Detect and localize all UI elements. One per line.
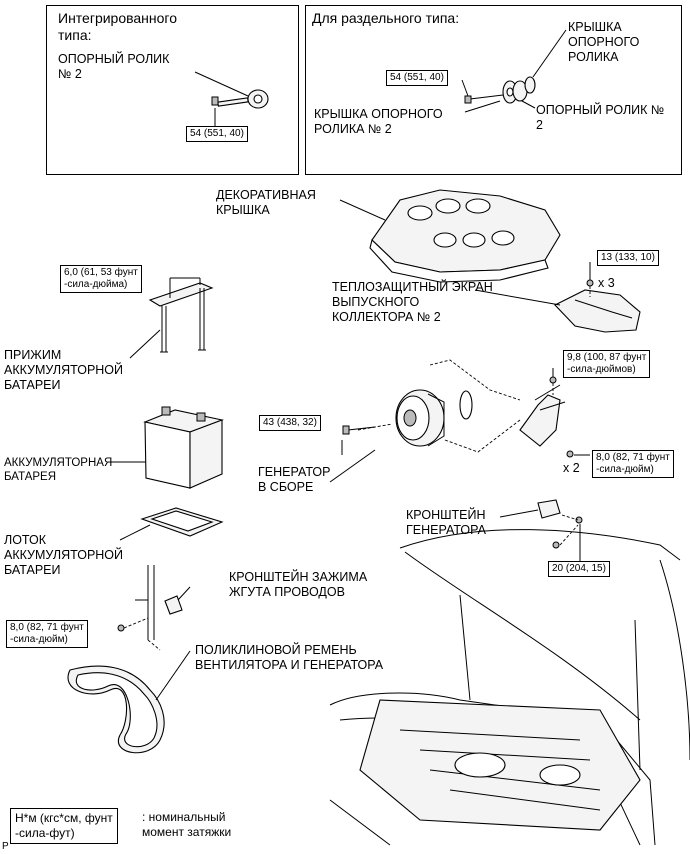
alternator-bolt-torque-value: 43 (438, 32) <box>259 415 321 431</box>
alternator-bracket-torque-value: 20 (204, 15) <box>548 561 610 577</box>
battery-clamp-torque-value: 6,0 (61, 53 фунт -сила-дюйма) <box>60 265 142 293</box>
harness-bracket-drawing <box>117 565 191 651</box>
integrated-type-title: Интегрированного типа: <box>58 10 178 43</box>
battery-clamp-drawing <box>129 277 214 359</box>
idler-cover-label: КРЫШКА ОПОРНОГО РОЛИКА <box>568 20 640 64</box>
alternator-bracket-label: КРОНШТЕЙН ГЕНЕРАТОРА <box>406 508 486 537</box>
alternator-right-torque-value: 8,0 (82, 71 фунт -сила-дюйм) <box>592 450 674 478</box>
battery-clamp-label: ПРИЖИМ АККУМУЛЯТОРНОЙ БАТАРЕИ <box>4 348 124 392</box>
torque-unit-legend-box: Н*м (кгс*см, фунт -сила-фут) <box>10 808 118 844</box>
torque-legend-description: : номинальный момент затяжки <box>142 810 232 839</box>
battery-tray-drawing <box>119 507 224 541</box>
alternator-top-torque-value: 9,8 (100, 87 фунт -сила-дюймов) <box>563 350 651 378</box>
heat-shield-torque-value: 13 (133, 10) <box>597 250 659 266</box>
belt-label: ПОЛИКЛИНОВОЙ РЕМЕНЬ ВЕНТИЛЯТОРА И ГЕНЕРА… <box>195 643 384 672</box>
corner-mark: P <box>2 841 9 852</box>
harness-bracket-label: КРОНШТЕЙН ЗАЖИМА ЖГУТА ПРОВОДОВ <box>229 570 368 599</box>
integrated-type-panel <box>46 5 299 175</box>
decorative-cover-drawing <box>339 189 561 283</box>
alternator-drawing <box>329 359 521 483</box>
integrated-idler-drawing <box>194 71 269 127</box>
alternator-bracket-drawing <box>499 499 583 564</box>
alternator-wiring-bracket-drawing <box>519 368 590 458</box>
idler-cover-2-label: КРЫШКА ОПОРНОГО РОЛИКА № 2 <box>314 107 443 136</box>
heat-shield-quantity: x 3 <box>598 276 615 290</box>
decorative-cover-label: ДЕКОРАТИВНАЯ КРЫШКА <box>216 188 316 217</box>
heat-shield-label: ТЕПЛОЗАЩИТНЫЙ ЭКРАН ВЫПУСКНОГО КОЛЛЕКТОР… <box>332 280 493 324</box>
idler-2-label: ОПОРНЫЙ РОЛИК № 2 <box>536 103 665 132</box>
battery-drawing <box>108 406 224 489</box>
belt-drawing <box>67 650 191 754</box>
separate-idler-drawing <box>461 29 567 113</box>
battery-tray-label: ЛОТОК АККУМУЛЯТОРНОЙ БАТАРЕИ <box>4 533 124 577</box>
battery-label: АККУМУЛЯТОРНАЯ БАТАРЕЯ <box>4 457 113 483</box>
engine-bay-drawing <box>329 529 690 846</box>
separate-type-panel <box>305 5 682 175</box>
integrated-torque-value: 54 (551, 40) <box>186 126 248 142</box>
alternator-label: ГЕНЕРАТОР В СБОРЕ <box>258 465 331 494</box>
separate-torque-value: 54 (551, 40) <box>386 70 448 86</box>
separate-type-title: Для раздельного типа: <box>312 10 460 26</box>
integrated-idler-label: ОПОРНЫЙ РОЛИК № 2 <box>58 52 170 81</box>
heat-shield-drawing <box>474 262 641 333</box>
harness-bracket-torque-value: 8,0 (82, 71 фунт -сила-дюйм) <box>6 620 88 648</box>
alternator-right-quantity: x 2 <box>563 461 580 475</box>
